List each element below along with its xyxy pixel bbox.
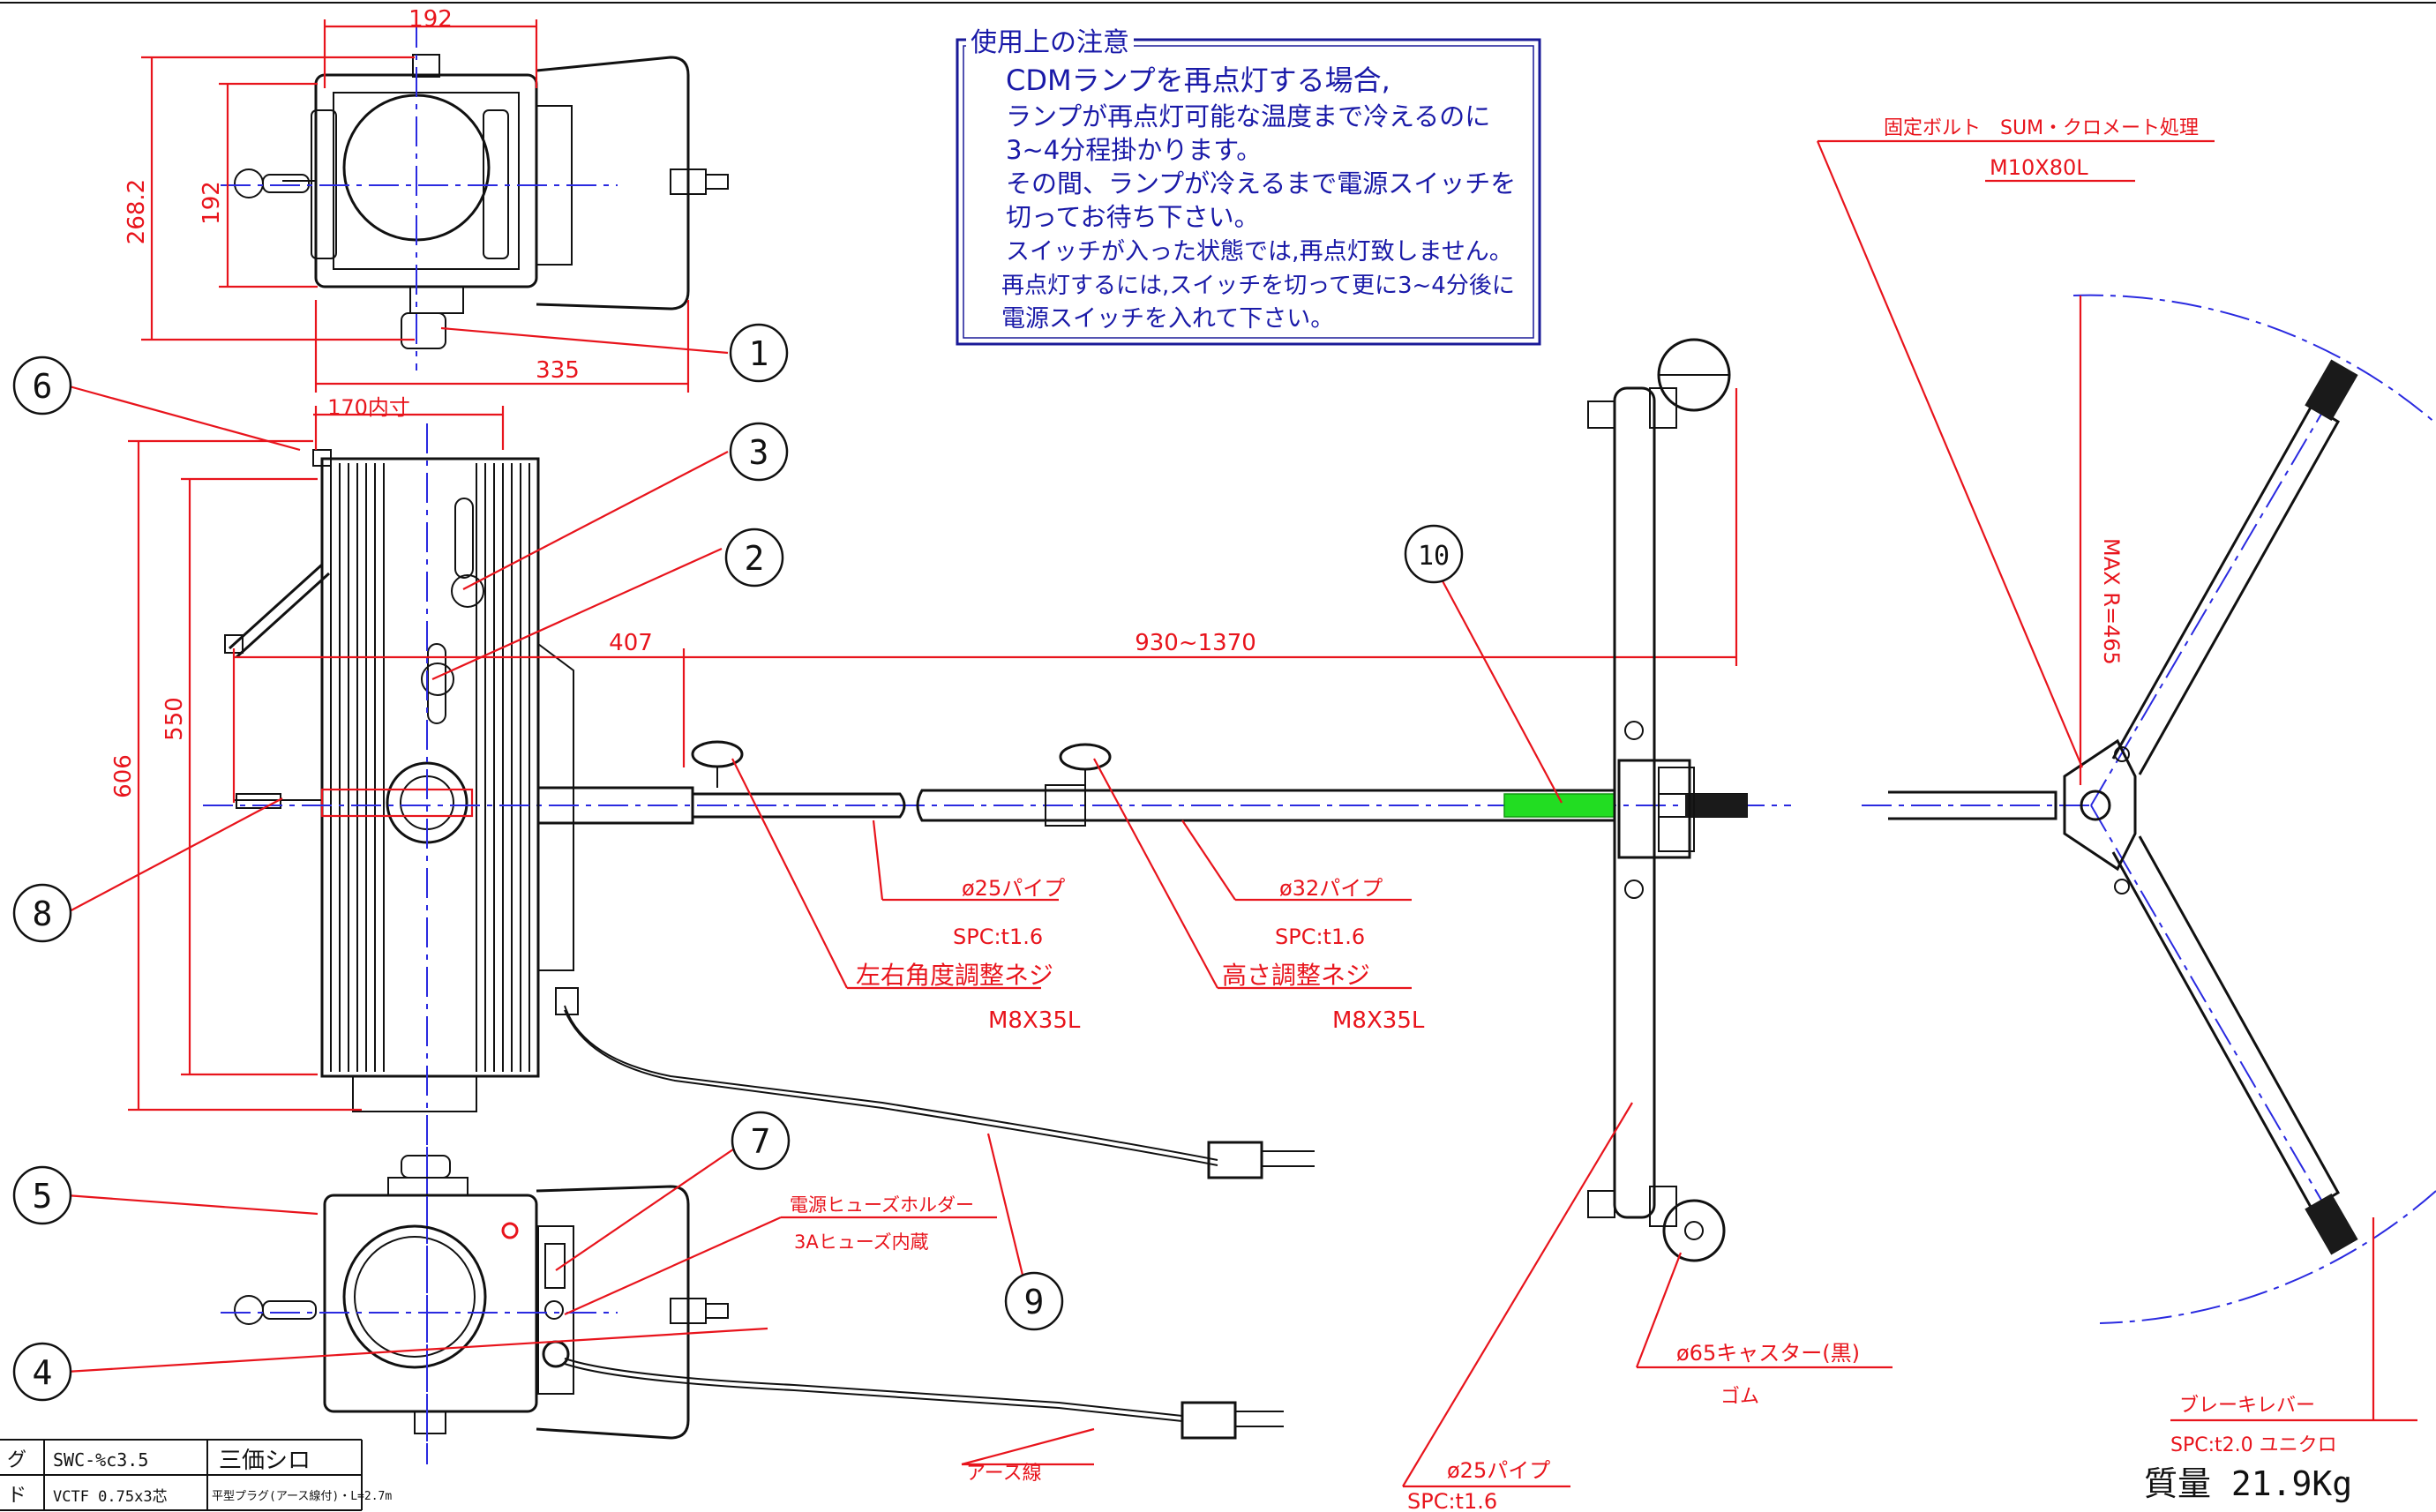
notice-line-7: 再点灯するには,スイッチを切って更に3~4分後に xyxy=(1001,273,1515,299)
notice-line-6: スイッチが入った状態では,再点灯致しません。 xyxy=(1006,238,1513,266)
fuse-label: 電源ヒューズホルダー xyxy=(790,1194,974,1216)
stand-vertical xyxy=(1587,338,1731,1262)
pipe32-spec: SPC:t1.6 xyxy=(1275,924,1365,949)
weight-label: 質量 21.9Kg xyxy=(2144,1464,2352,1503)
balloon-10-label: 10 xyxy=(1418,541,1450,572)
balloon-4-label: 4 xyxy=(33,1353,53,1392)
balloon-5-label: 5 xyxy=(33,1177,53,1216)
earth-label: アース線 xyxy=(966,1463,1042,1485)
callout-leaders xyxy=(564,139,2417,1488)
brake-label: ブレーキレバー xyxy=(2179,1395,2315,1417)
lr-screw-label: 左右角度調整ネジ xyxy=(856,961,1053,990)
dim-inner-170: 170内寸 xyxy=(327,395,410,420)
top-view xyxy=(221,18,729,371)
dim-407: 407 xyxy=(609,630,653,656)
balloon-4: 4 xyxy=(12,1342,72,1402)
caster-sub: ゴム xyxy=(1720,1386,1759,1408)
tripod-base xyxy=(1862,294,2436,1324)
pipe25b-spec: SPC:t1.6 xyxy=(1407,1489,1497,1512)
table-r1-c2: SWC-%c3.5 xyxy=(53,1449,148,1471)
balloon-leaders xyxy=(65,326,1563,1374)
side-view-body xyxy=(224,449,579,1112)
front-view xyxy=(221,1147,729,1464)
pipe25-label: ø25パイプ xyxy=(962,876,1065,901)
table-r2-c3: 平型プラグ(アース線付)・L=2.7m xyxy=(212,1489,392,1503)
notice-line-4: その間、ランプが冷えるまで電源スイッチを xyxy=(1006,168,1516,198)
balloon-3-label: 3 xyxy=(749,433,769,472)
balloon-8-label: 8 xyxy=(33,894,53,933)
table-r1-c3: 三価シロ xyxy=(219,1448,311,1474)
notice-line-1: CDMランプを再点灯する場合, xyxy=(1006,64,1390,97)
dim-550: 550 xyxy=(161,697,188,741)
dim-930-1370: 930~1370 xyxy=(1135,630,1256,656)
power-cables xyxy=(564,1005,1315,1440)
cooling-fins xyxy=(330,463,530,1072)
fuse-spec: 3Aヒューズ内蔵 xyxy=(794,1231,929,1253)
balloon-7-label: 7 xyxy=(751,1122,771,1161)
balloon-5: 5 xyxy=(12,1165,72,1225)
dim-top-inner: 192 xyxy=(199,181,225,225)
balloon-1-label: 1 xyxy=(749,334,769,373)
balloon-8: 8 xyxy=(12,883,72,943)
arm-pipes xyxy=(536,740,1748,827)
notice-title: 使用上の注意 xyxy=(971,27,1129,58)
balloon-2: 2 xyxy=(724,528,784,588)
height-screw-label: 高さ調整ネジ xyxy=(1222,961,1370,990)
brake-spec: SPC:t2.0 ユニクロ xyxy=(2170,1434,2337,1456)
table-r2-c2: VCTF 0.75x3芯 xyxy=(53,1488,168,1506)
balloon-6-label: 6 xyxy=(33,367,53,406)
table-r1-c1: グ xyxy=(7,1449,26,1471)
notice-line-2: ランプが再点灯可能な温度まで冷えるのに xyxy=(1006,101,1490,131)
caster-label: ø65キャスター(黒) xyxy=(1676,1341,1860,1366)
dim-top-width: 192 xyxy=(408,6,453,33)
notice-line-3: 3~4分程掛かります。 xyxy=(1006,135,1262,165)
balloon-6: 6 xyxy=(12,356,72,415)
balloon-9-label: 9 xyxy=(1024,1283,1045,1321)
lr-screw-spec: M8X35L xyxy=(988,1007,1081,1034)
balloon-7: 7 xyxy=(731,1111,791,1171)
balloon-3: 3 xyxy=(729,422,789,482)
balloon-10: 10 xyxy=(1404,524,1464,584)
balloon-1: 1 xyxy=(729,323,789,383)
pipe25-spec: SPC:t1.6 xyxy=(953,924,1043,949)
dim-max-r: MAX R=465 xyxy=(2099,538,2124,665)
bolt-spec: M10X80L xyxy=(1990,155,2088,180)
notice-box xyxy=(956,26,1541,346)
dim-606: 606 xyxy=(110,754,137,798)
balloon-9: 9 xyxy=(1004,1271,1064,1331)
notice-line-5: 切ってお待ち下さい。 xyxy=(1006,202,1260,232)
top-view-dimensions xyxy=(141,19,690,393)
balloon-2-label: 2 xyxy=(745,539,765,578)
dim-top-height: 268.2 xyxy=(124,179,150,244)
spec-table xyxy=(0,1439,363,1511)
notice-line-8: 電源スイッチを入れて下さい。 xyxy=(1001,305,1334,333)
height-screw-spec: M8X35L xyxy=(1332,1007,1425,1034)
dim-top-length: 335 xyxy=(536,357,580,384)
pipe25b-label: ø25パイプ xyxy=(1447,1458,1550,1483)
pipe32-label: ø32パイプ xyxy=(1279,876,1383,901)
bolt-label: 固定ボルト SUM・クロメート処理 xyxy=(1884,117,2199,139)
table-r2-c1: ド xyxy=(7,1485,26,1507)
side-view-dimensions xyxy=(128,388,1738,1112)
